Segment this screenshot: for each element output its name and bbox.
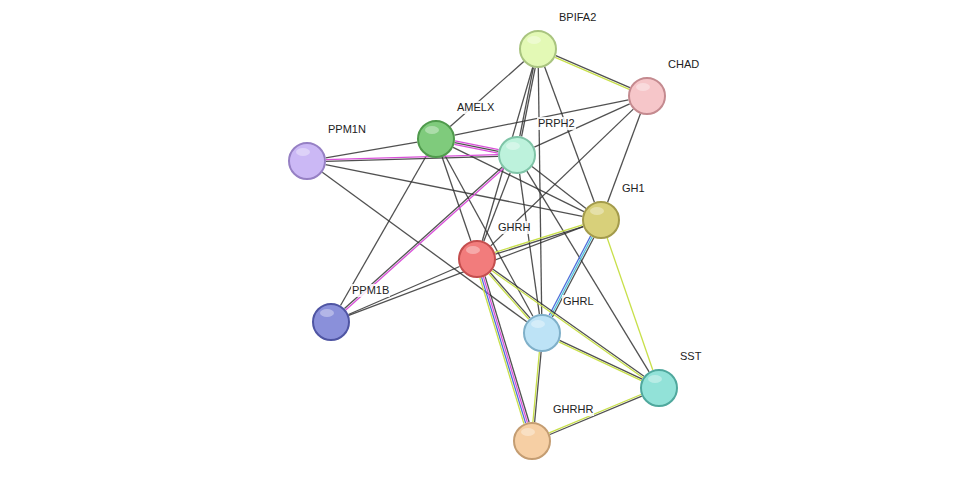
protein-node: PRPH2 [498,136,536,174]
node-label: GHRL [562,295,595,308]
evidence-strand [607,238,653,370]
evidence-strand [485,276,529,422]
evidence-strand [326,142,418,158]
node-highlight [466,246,480,254]
protein-node: GHRH [458,240,496,278]
node-label: BPIFA2 [558,11,597,24]
interaction-edge [555,56,630,90]
evidence-strand [532,167,586,209]
evidence-strand [326,165,583,217]
evidence-strand [482,277,526,423]
evidence-strand [552,238,593,317]
node-label: PPM1B [351,284,390,297]
node-label: PPM1N [327,123,367,136]
evidence-strand [455,100,629,135]
node-label: GHRHR [552,403,594,416]
interaction-edge [450,62,524,127]
protein-node: GHRL [523,314,561,352]
evidence-strand [450,62,524,127]
node-highlight [320,309,334,317]
evidence-strand [556,56,630,88]
protein-node: CHAD [628,77,666,115]
node-highlight [648,375,662,383]
evidence-strand [326,156,498,161]
node-highlight [527,36,541,44]
interaction-edge [341,156,427,306]
interaction-edge [322,172,526,322]
evidence-strand [480,278,524,424]
node-highlight [590,207,604,215]
node-label: CHAD [667,58,700,71]
evidence-strand [550,396,642,434]
interaction-edge [348,267,459,315]
protein-node: AMELX [417,120,455,158]
protein-node: GH1 [582,201,620,239]
evidence-strand [559,342,642,381]
node-highlight [425,126,439,134]
interaction-edge [532,167,586,209]
node-highlight [521,428,535,436]
node-highlight [636,83,650,91]
interaction-edge [533,352,541,422]
node-highlight [531,320,545,328]
evidence-strand [560,340,643,379]
node-label: PRPH2 [537,117,576,130]
interaction-edge [345,167,504,310]
interaction-edge [559,340,642,380]
interaction-edge [326,142,418,158]
evidence-strand [483,277,527,423]
interaction-edge [326,155,498,162]
protein-node: PPM1N [288,142,326,180]
evidence-strand [492,271,643,378]
node-label: SST [679,350,702,363]
interaction-edge [349,227,583,316]
evidence-strand [491,109,634,246]
protein-node: PPM1B [312,303,350,341]
evidence-strand [549,395,641,433]
evidence-strand [455,143,499,152]
protein-node: GHRHR [513,422,551,460]
node-highlight [296,148,310,156]
evidence-strand [322,172,526,322]
interaction-edge [491,109,634,246]
node-label: GHRH [497,221,531,234]
interaction-edge [549,395,642,435]
evidence-strand [346,168,504,310]
node-label: AMELX [456,101,495,114]
evidence-strand [348,267,459,315]
interaction-edge [489,273,530,320]
protein-node: BPIFA2 [519,30,557,68]
node-label: GH1 [621,182,646,195]
evidence-strand [522,68,536,137]
evidence-strand [493,269,644,376]
node-highlight [506,142,520,150]
interaction-edge [607,238,653,370]
evidence-strand [533,352,540,422]
interaction-edge [492,269,644,377]
interaction-edge [455,100,629,135]
evidence-strand [520,68,534,137]
interaction-edge [480,276,529,423]
evidence-strand [341,156,427,306]
interaction-edge [549,236,594,317]
evidence-strand [349,227,583,316]
protein-node: SST [640,369,678,407]
interaction-edge [326,165,583,217]
evidence-strand [555,57,629,89]
